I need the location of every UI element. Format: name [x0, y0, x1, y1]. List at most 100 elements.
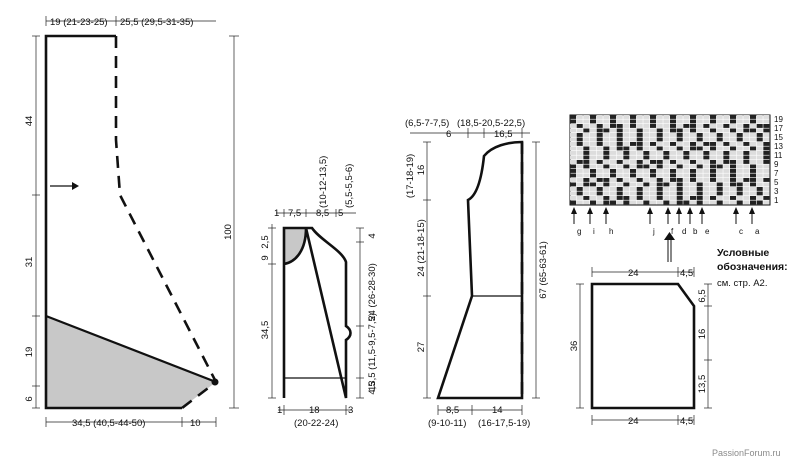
- pocket-top-24: 24: [628, 268, 639, 279]
- chart-cell: [703, 124, 710, 128]
- chart-cell: [590, 133, 597, 137]
- chart-cell: [743, 146, 750, 151]
- chart-cell: [743, 196, 750, 200]
- chart-row-number: 11: [774, 151, 783, 160]
- back-outline: [282, 226, 352, 399]
- chart-cell: [603, 187, 610, 191]
- chart-cell: [683, 133, 690, 137]
- chart-cell: [643, 178, 650, 182]
- chart-cell: [676, 191, 683, 196]
- chart-cell: [596, 119, 603, 124]
- chart-cell: [723, 133, 730, 137]
- chart-cell: [663, 155, 670, 160]
- chart-cell: [716, 164, 723, 169]
- chart-cell: [576, 124, 583, 128]
- back-height-24: 24 (26-28-30): [367, 263, 378, 321]
- chart-cell: [716, 137, 723, 142]
- front-outline: [436, 140, 524, 400]
- chart-column-letter: e: [705, 227, 710, 236]
- chart-cell: [616, 169, 623, 173]
- chart-row-number: 9: [774, 160, 779, 169]
- chart-cell: [650, 142, 657, 146]
- sleeve-top-left-label: 19 (21-23-25): [50, 17, 108, 28]
- chart-cell: [730, 169, 737, 173]
- chart-cell: [663, 151, 670, 155]
- chart-cell: [610, 142, 617, 146]
- chart-cell: [590, 178, 597, 182]
- chart-cell: [570, 169, 577, 173]
- chart-cell: [603, 146, 610, 151]
- chart-cell: [676, 142, 683, 146]
- watermark: PassionForum.ru: [712, 448, 781, 458]
- chart-cell: [710, 164, 717, 169]
- chart-cell: [703, 151, 710, 155]
- chart-cell: [570, 178, 577, 182]
- chart-cell: [630, 137, 637, 142]
- back-height-4: 4: [367, 233, 378, 238]
- chart-cell: [576, 169, 583, 173]
- chart-cell: [683, 191, 690, 196]
- chart-cell: [610, 191, 617, 196]
- chart-cell: [730, 187, 737, 191]
- chart-cell: [743, 182, 750, 187]
- chart-column-letter: h: [609, 227, 613, 236]
- chart-cell: [596, 151, 603, 155]
- chart-cell: [583, 142, 590, 146]
- chart-cell: [750, 137, 757, 142]
- chart-cell: [623, 133, 630, 137]
- chart-cell: [730, 200, 737, 205]
- chart-cell: [630, 142, 637, 146]
- chart-cell: [730, 182, 737, 187]
- chart-cell: [636, 133, 643, 137]
- chart-cell: [723, 151, 730, 155]
- chart-cell: [703, 191, 710, 196]
- chart-cell: [670, 191, 677, 196]
- chart-cell: [730, 142, 737, 146]
- chart-cell: [763, 173, 770, 178]
- chart-cell: [596, 187, 603, 191]
- chart-cell: [596, 137, 603, 142]
- chart-cell: [723, 178, 730, 182]
- chart-cell: [723, 182, 730, 187]
- chart-cell: [716, 115, 723, 119]
- chart-cell: [636, 196, 643, 200]
- chart-cell: [703, 196, 710, 200]
- chart-cell: [623, 155, 630, 160]
- sleeve-top-right-label: 25,5 (29,5-31-35): [120, 17, 193, 28]
- chart-cell: [576, 173, 583, 178]
- chart-cell: [616, 128, 623, 133]
- chart-cell: [696, 196, 703, 200]
- chart-column-letter: g: [577, 227, 581, 236]
- chart-cell: [730, 196, 737, 200]
- chart-cell: [650, 146, 657, 151]
- chart-cell: [696, 119, 703, 124]
- chart-cell: [763, 200, 770, 205]
- chart-cell: [576, 137, 583, 142]
- chart-cell: [583, 133, 590, 137]
- chart-cell: [590, 137, 597, 142]
- pocket-bottom-24: 24: [628, 416, 639, 427]
- legend-reference: см. стр. А2.: [717, 278, 767, 289]
- chart-cell: [603, 137, 610, 142]
- chart-cell: [636, 151, 643, 155]
- chart-cell: [750, 196, 757, 200]
- chart-cell: [663, 137, 670, 142]
- chart-cell: [756, 196, 763, 200]
- chart-cell: [730, 160, 737, 164]
- back-height-13-5: 13,5 (11,5-9,5-7,5): [367, 313, 378, 391]
- chart-cell: [590, 182, 597, 187]
- chart-cell: [650, 115, 657, 119]
- chart-cell: [750, 133, 757, 137]
- chart-cell: [583, 187, 590, 191]
- chart-cell: [583, 164, 590, 169]
- chart-cell: [576, 128, 583, 133]
- chart-cell: [750, 146, 757, 151]
- chart-cell: [656, 124, 663, 128]
- chart-cell: [750, 169, 757, 173]
- sleeve-seam-diagonal: [45, 314, 217, 384]
- chart-cell: [696, 173, 703, 178]
- chart-cell: [716, 146, 723, 151]
- back-bottom-sizes: (20-22-24): [294, 418, 338, 429]
- chart-cell: [670, 128, 677, 133]
- chart-cell: [676, 173, 683, 178]
